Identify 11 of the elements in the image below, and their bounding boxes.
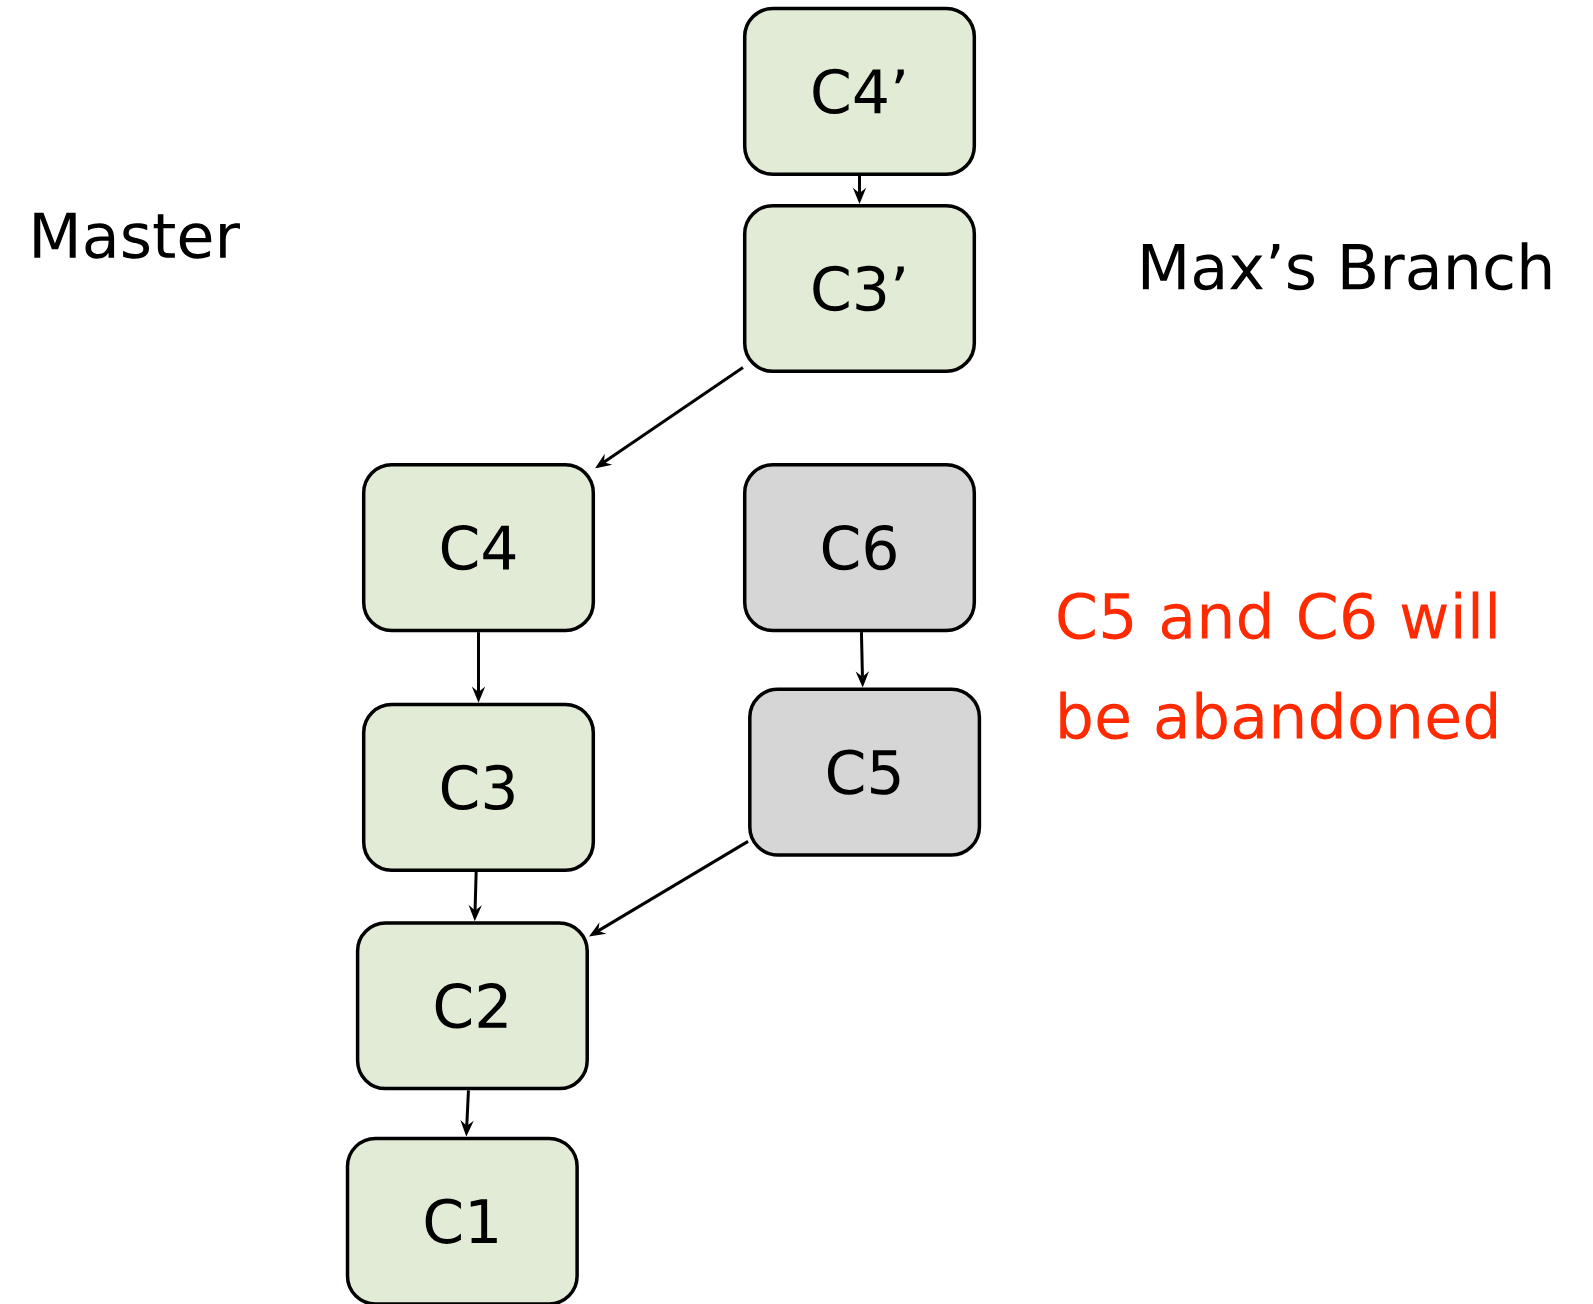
commit-box: C3’ xyxy=(742,203,977,374)
commit-box: C5 xyxy=(748,687,982,857)
commit-box: C1 xyxy=(345,1136,579,1304)
branch-label: Max’s Branch xyxy=(1142,242,1551,291)
commit-box: C4 xyxy=(361,463,596,633)
commit-box: C4’ xyxy=(742,6,977,176)
commit-box: C6 xyxy=(742,463,977,633)
note-text: C5 and C6 will be abandoned xyxy=(1058,591,1496,740)
commit-box: C3 xyxy=(361,702,596,872)
branch-label: Master xyxy=(34,212,240,259)
commit-box: C2 xyxy=(355,921,589,1091)
